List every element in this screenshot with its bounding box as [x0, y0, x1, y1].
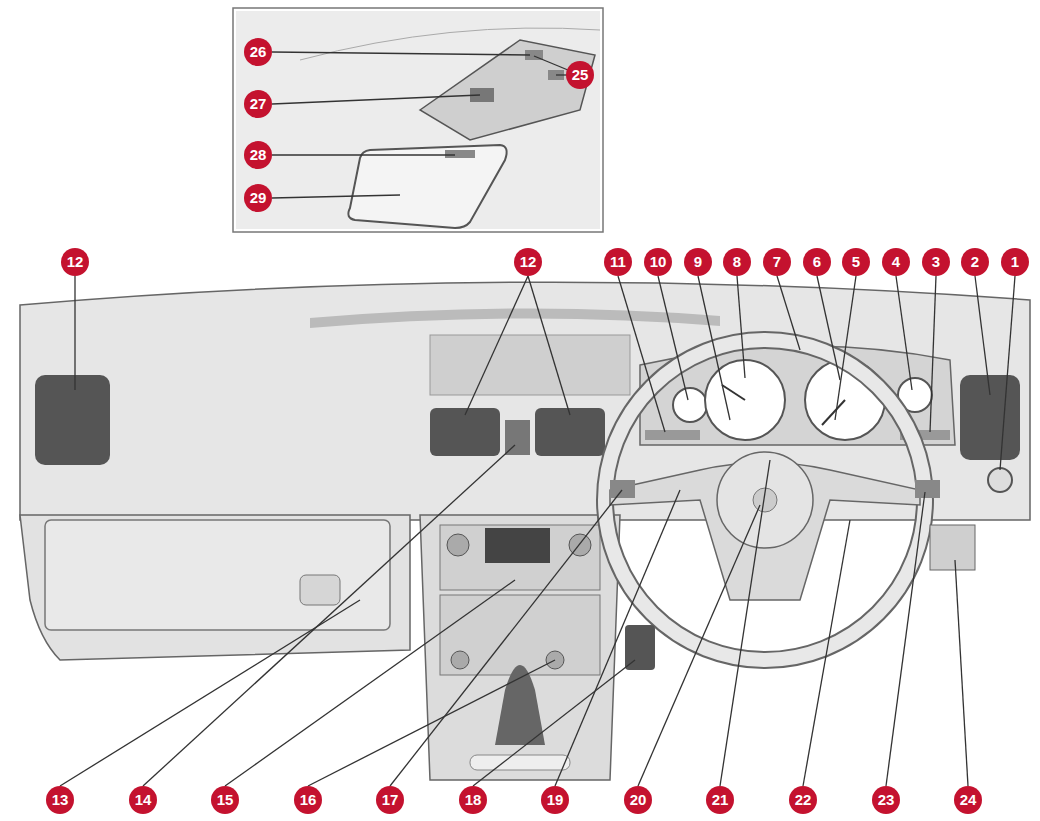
callout-number: 11	[604, 248, 632, 276]
callout-number: 2	[961, 248, 989, 276]
steering-wheel-rim	[605, 340, 925, 660]
centre-console	[420, 515, 620, 780]
rear-view-mirror	[348, 145, 506, 228]
inset-background	[236, 11, 600, 229]
callout-number: 27	[244, 90, 272, 118]
knob	[447, 534, 469, 556]
callout-number: 19	[541, 786, 569, 814]
callout-number: 12	[61, 248, 89, 276]
air-vent	[35, 375, 110, 465]
callout-number: 18	[459, 786, 487, 814]
display	[485, 528, 550, 563]
callout-number: 28	[244, 141, 272, 169]
callout-number: 12	[514, 248, 542, 276]
speaker-grille	[430, 335, 630, 395]
callout-number: 16	[294, 786, 322, 814]
defroster-strip	[310, 308, 720, 328]
callout-number: 7	[763, 248, 791, 276]
stalk	[915, 480, 940, 498]
stalk	[610, 480, 635, 498]
climate-panel	[440, 595, 600, 675]
gear-selector	[495, 665, 545, 745]
callout-number: 8	[723, 248, 751, 276]
hazard-switch	[505, 420, 530, 455]
light-switch	[988, 468, 1012, 492]
callout-number: 25	[566, 61, 594, 89]
lower-panel	[930, 525, 975, 570]
air-vent	[960, 375, 1020, 460]
callout-number: 20	[624, 786, 652, 814]
steering-wheel-rim	[605, 340, 925, 660]
gauge	[673, 388, 707, 422]
needle	[822, 400, 845, 425]
air-vent	[430, 408, 500, 456]
callout-number: 22	[789, 786, 817, 814]
mirror-sensor	[445, 150, 475, 158]
callout-number: 6	[803, 248, 831, 276]
glovebox-handle	[300, 575, 340, 605]
callout-number: 15	[211, 786, 239, 814]
callout-number: 29	[244, 184, 272, 212]
console-tray	[470, 755, 570, 770]
pedal	[625, 625, 655, 670]
callout-number: 1	[1001, 248, 1029, 276]
lower-dashboard	[20, 515, 410, 660]
info-display	[645, 430, 700, 440]
callout-number: 9	[684, 248, 712, 276]
knob	[451, 651, 469, 669]
callout-number: 3	[922, 248, 950, 276]
callout-number: 10	[644, 248, 672, 276]
callout-number: 17	[376, 786, 404, 814]
callout-number: 26	[244, 38, 272, 66]
callout-number: 13	[46, 786, 74, 814]
callout-number: 21	[706, 786, 734, 814]
callout-number: 14	[129, 786, 157, 814]
callout-number: 23	[872, 786, 900, 814]
callout-number: 24	[954, 786, 982, 814]
audio-panel	[440, 525, 600, 590]
inset-frame	[233, 8, 603, 232]
callout-number: 5	[842, 248, 870, 276]
callout-number: 4	[882, 248, 910, 276]
airbag-hub	[717, 452, 813, 548]
air-vent	[535, 408, 605, 456]
leader-lines	[60, 52, 1015, 786]
